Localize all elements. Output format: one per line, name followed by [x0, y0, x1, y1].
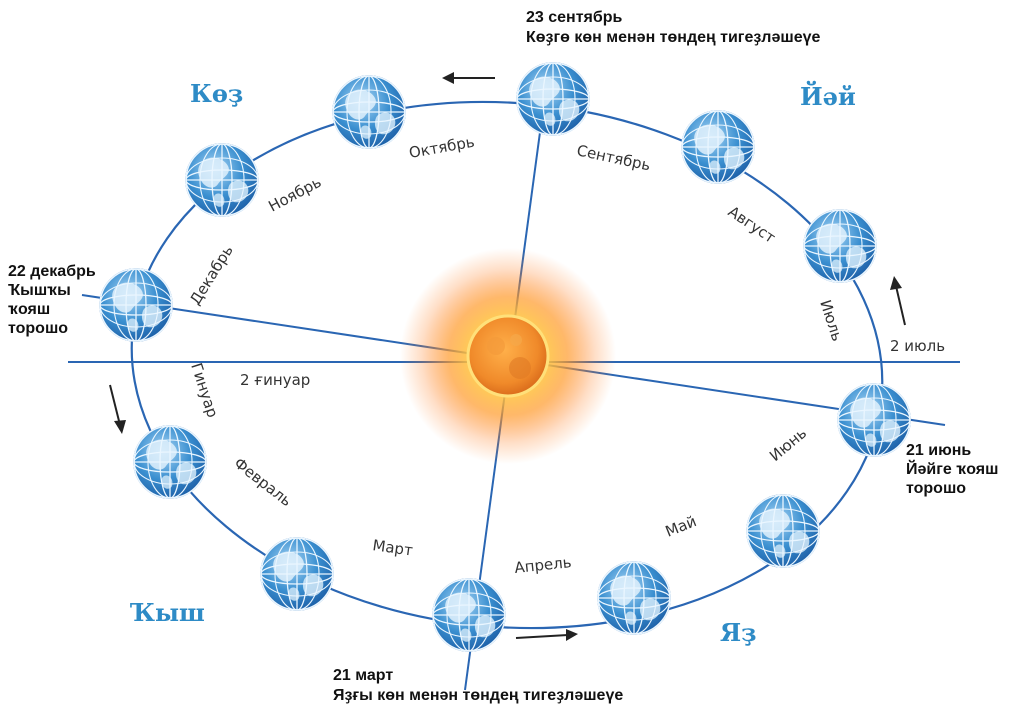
winter-solstice-line4: торошо [8, 320, 68, 337]
earth-globe-icon [516, 62, 590, 136]
month-label-november: Ноябрь [265, 173, 324, 216]
month-label-december: Декабрь [186, 242, 237, 308]
autumn-equinox-date: 23 сентябрь [526, 9, 623, 26]
month-label-january: Гинуар [187, 361, 222, 420]
winter-solstice-line1: 22 декабрь [8, 263, 96, 280]
sun-icon [400, 248, 616, 464]
season-label-spring: Яҙ [720, 618, 756, 647]
earth-globe-icon [597, 561, 671, 635]
spring-equinox-date: 21 март [333, 667, 393, 684]
earth-globe-icon [681, 110, 755, 184]
earth-globe-icon [185, 143, 259, 217]
winter-solstice-line2: Ҡышҡы [8, 282, 71, 299]
season-label-autumn: Көҙ [190, 79, 243, 108]
month-label-october: Октябрь [408, 133, 476, 162]
earth-globe-icon [260, 537, 334, 611]
perihelion-date-label: 2 ғинуар [240, 371, 310, 389]
aphelion-date-label: 2 июль [890, 337, 945, 355]
earth-globe-icon [837, 383, 911, 457]
month-label-september: Сентябрь [575, 141, 652, 174]
month-label-march: Март [371, 536, 414, 559]
earth-globe-icon [746, 494, 820, 568]
month-label-june: Июнь [766, 424, 810, 465]
summer-solstice-line2: Йәйге ҡояш [906, 459, 998, 478]
direction-arrow-icon [515, 629, 578, 641]
summer-solstice-line3: торошо [906, 480, 966, 497]
direction-arrow-icon [442, 72, 495, 84]
month-label-august: Август [725, 202, 779, 247]
autumn-equinox-text: Көҙгө көн менән төндең тигеҙләшеүе [526, 29, 820, 46]
month-label-april: Апрель [514, 553, 573, 577]
earth-globe-icon [133, 425, 207, 499]
winter-solstice-line3: ҡояш [8, 301, 50, 318]
season-label-summer: Йәй [800, 80, 856, 111]
direction-arrow-icon [109, 384, 126, 434]
month-label-february: Февраль [231, 454, 296, 510]
earth-globe-icon [99, 268, 173, 342]
earth-globe-icon [332, 75, 406, 149]
month-label-july: Июль [816, 298, 846, 344]
spring-equinox-text: Яҙғы көн менән төндең тигеҙләшеүе [333, 687, 623, 704]
month-label-may: Май [663, 512, 699, 541]
earth-globe-icon [803, 209, 877, 283]
earth-globe-icon [432, 578, 506, 652]
season-label-winter: Ҡыш [130, 598, 205, 627]
direction-arrow-icon [890, 276, 906, 326]
summer-solstice-line1: 21 июнь [906, 442, 971, 459]
